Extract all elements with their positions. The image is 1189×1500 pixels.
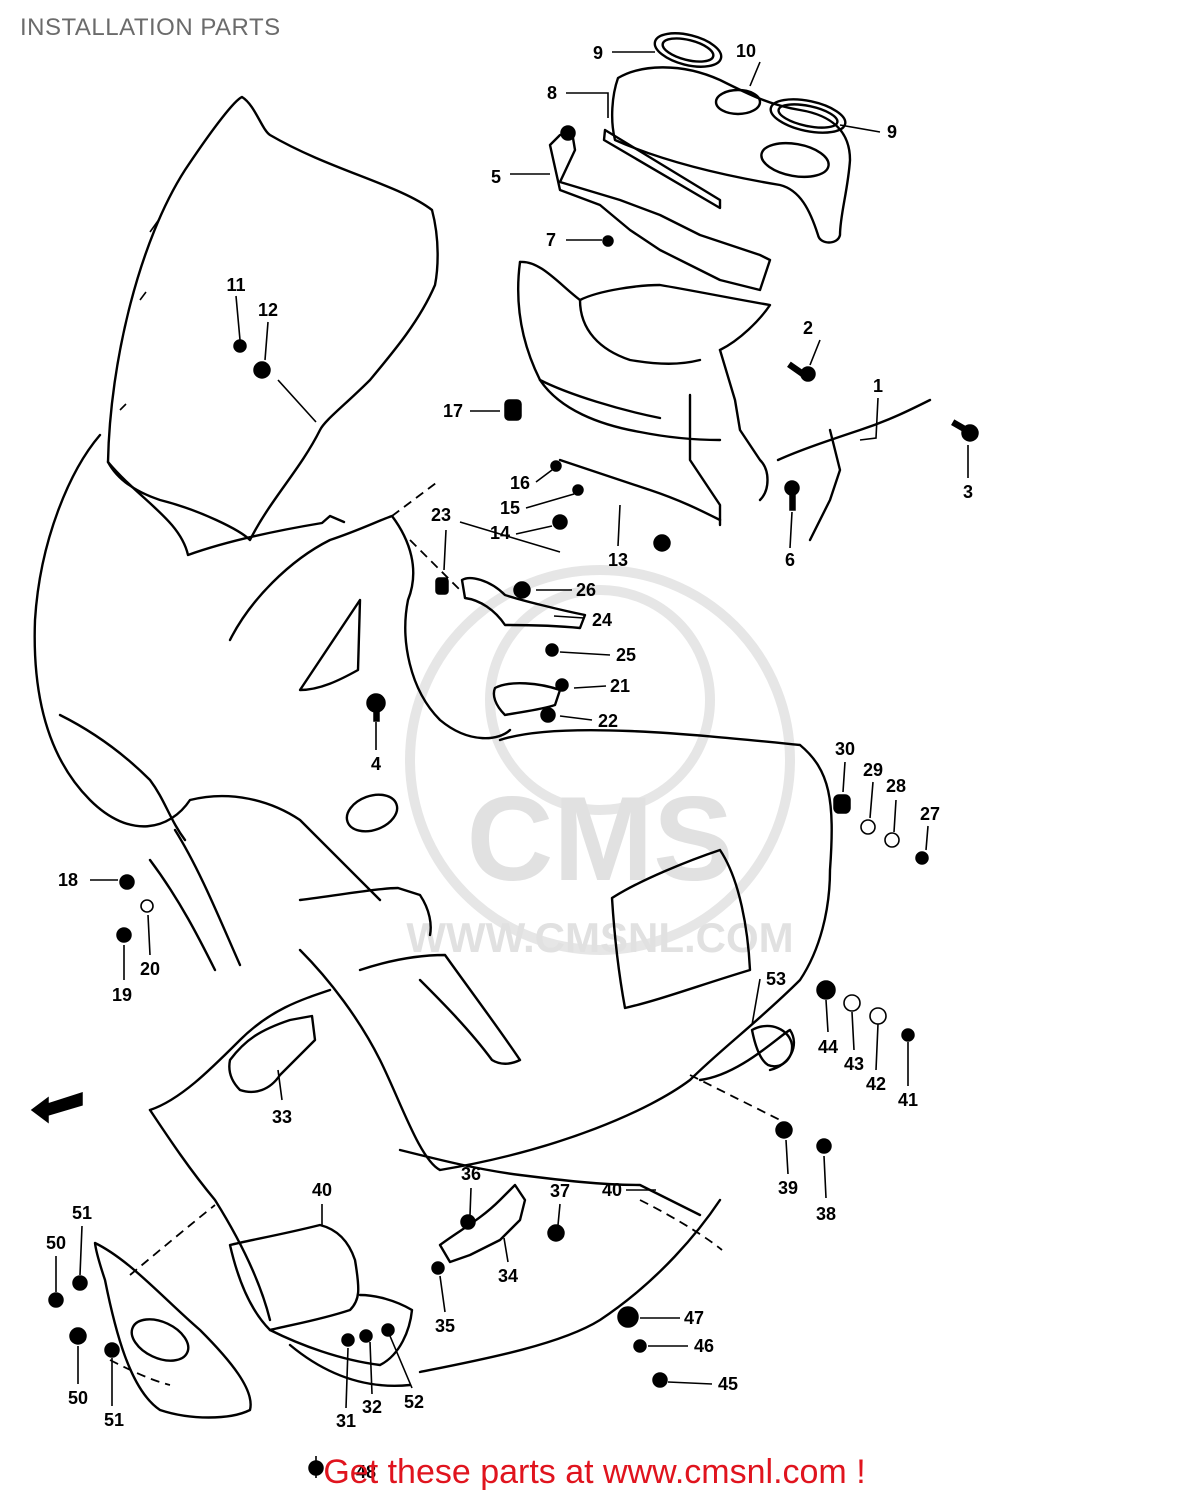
part-callout-9: 9 [593, 43, 603, 63]
part-callout-21: 21 [610, 676, 630, 696]
bolt-icon [784, 480, 800, 511]
part-callout-18: 18 [58, 870, 78, 890]
part-callout-25: 25 [616, 645, 636, 665]
page-title: INSTALLATION PARTS [20, 14, 281, 41]
bolt-icon [116, 874, 154, 943]
watermark-badge-inner-icon [485, 585, 715, 815]
part-callout-6: 6 [785, 550, 795, 570]
windscreen [106, 95, 439, 542]
front-arrow-icon [30, 1091, 83, 1124]
part-callout-11: 11 [226, 275, 245, 295]
bolt-icon [540, 643, 569, 723]
part-callout-52: 52 [404, 1392, 424, 1412]
grommet-icon [816, 980, 915, 1042]
nut-icon [653, 534, 671, 552]
part-callout-51: 51 [104, 1410, 124, 1430]
part-callout-26: 26 [576, 580, 596, 600]
part-callout-50: 50 [46, 1233, 66, 1253]
part-callout-51: 51 [72, 1203, 92, 1223]
part-callout-27: 27 [920, 804, 940, 824]
bolt-icon [366, 693, 386, 722]
part-callout-29: 29 [863, 760, 883, 780]
part-callout-31: 31 [336, 1411, 356, 1431]
grommet-icon [833, 794, 929, 865]
bolt-icon [48, 1275, 120, 1358]
bolt-icon [431, 1214, 565, 1275]
part-callout-42: 42 [866, 1074, 886, 1094]
nut-icon [617, 1306, 668, 1388]
part-callout-38: 38 [816, 1204, 836, 1224]
part-callout-22: 22 [598, 711, 618, 731]
bolt-icon [602, 235, 614, 247]
part-callout-7: 7 [546, 230, 556, 250]
screw-icon [233, 339, 247, 353]
part-callout-13: 13 [608, 550, 628, 570]
part-callout-15: 15 [500, 498, 520, 518]
part-callout-40: 40 [602, 1180, 622, 1200]
part-callout-3: 3 [963, 482, 973, 502]
grommet-icon [504, 399, 522, 421]
part-callout-17: 17 [443, 401, 463, 421]
part-callout-41: 41 [898, 1090, 918, 1110]
part-callout-35: 35 [435, 1316, 455, 1336]
part-callout-5: 5 [491, 167, 501, 187]
part-callout-1: 1 [873, 376, 883, 396]
part-callout-33: 33 [272, 1107, 292, 1127]
bolt-icon [560, 125, 576, 141]
bolt-icon [550, 460, 584, 530]
watermark-url: WWW.CMSNL.COM [406, 914, 793, 961]
part-callout-40: 40 [312, 1180, 332, 1200]
bolt-icon [775, 1121, 832, 1154]
upper-fairing [33, 433, 512, 902]
watermark-brand: CMS [467, 772, 734, 906]
leader-lines [55, 51, 969, 1478]
under-cowl [93, 1204, 414, 1419]
part-callout-28: 28 [886, 776, 906, 796]
fairing-stay [517, 130, 932, 542]
part-callout-14: 14 [490, 523, 510, 543]
part-callout-24: 24 [592, 610, 612, 630]
part-callout-39: 39 [778, 1178, 798, 1198]
part-callout-45: 45 [718, 1374, 738, 1394]
part-callout-47: 47 [684, 1308, 704, 1328]
nut-icon [513, 581, 531, 599]
meter-cover [602, 32, 852, 244]
part-callout-37: 37 [550, 1181, 570, 1201]
part-callout-19: 19 [112, 985, 132, 1005]
part-callout-23: 23 [431, 505, 451, 525]
side-fairing [148, 728, 833, 1374]
part-callout-30: 30 [835, 739, 855, 759]
part-callout-32: 32 [362, 1397, 382, 1417]
part-callout-53: 53 [766, 969, 786, 989]
part-callout-4: 4 [371, 754, 381, 774]
part-callout-12: 12 [258, 300, 278, 320]
part-callout-2: 2 [803, 318, 813, 338]
watermark: CMS WWW.CMSNL.COM [405, 565, 795, 961]
clip-icon [435, 577, 449, 595]
nut-icon [253, 361, 271, 379]
part-callout-50: 50 [68, 1388, 88, 1408]
fasteners [48, 125, 979, 1476]
part-callout-46: 46 [694, 1336, 714, 1356]
callout-labels: 1234567899101112131415161718192021222324… [46, 41, 973, 1482]
part-callout-36: 36 [461, 1164, 481, 1184]
lower-brackets [228, 576, 794, 1264]
part-callout-43: 43 [844, 1054, 864, 1074]
part-callout-9: 9 [887, 122, 897, 142]
part-callout-48: 48 [356, 1462, 376, 1482]
shop-link-banner[interactable]: Get these parts at www.cmsnl.com ! [323, 1453, 866, 1491]
bolt-icon [951, 419, 979, 442]
bolt-icon [787, 361, 816, 382]
part-callout-16: 16 [510, 473, 530, 493]
part-callout-10: 10 [736, 41, 756, 61]
part-callout-34: 34 [498, 1266, 518, 1286]
part-callout-20: 20 [140, 959, 160, 979]
part-callout-8: 8 [547, 83, 557, 103]
part-callout-44: 44 [818, 1037, 838, 1057]
watermark-badge-icon [405, 565, 795, 955]
